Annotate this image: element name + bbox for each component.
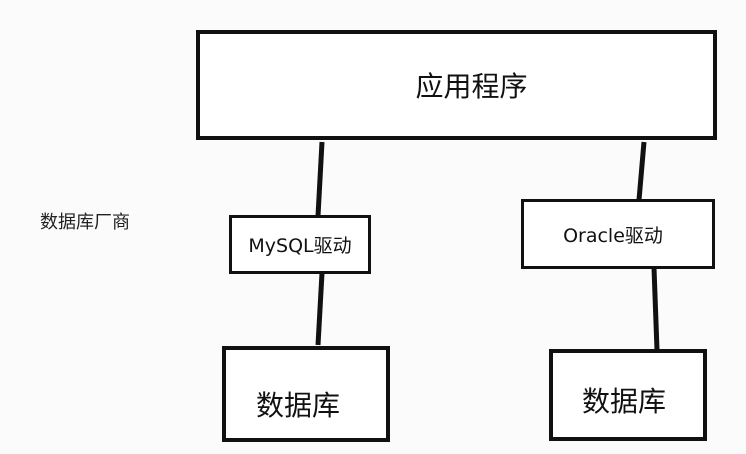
database-label-right: 数据库 <box>581 385 666 418</box>
oracle-driver-box: Oracle驱动 <box>521 199 715 269</box>
database-box-right: 数据库 <box>549 349 707 441</box>
app-label: 应用程序 <box>415 70 528 103</box>
database-label-left: 数据库 <box>255 389 340 422</box>
oracle-driver-label: Oracle驱动 <box>563 224 663 247</box>
mysql-driver-label: MySQL驱动 <box>248 235 352 257</box>
connector-app-oracle <box>636 141 647 201</box>
vendor-label: 数据库厂商 <box>40 212 130 233</box>
connector-oracle-db <box>651 267 660 351</box>
app-box: 应用程序 <box>196 30 717 140</box>
connector-mysql-db <box>315 272 325 346</box>
mysql-driver-box: MySQL驱动 <box>229 215 371 274</box>
database-box-left: 数据库 <box>222 346 390 442</box>
connector-app-mysql <box>315 141 325 217</box>
